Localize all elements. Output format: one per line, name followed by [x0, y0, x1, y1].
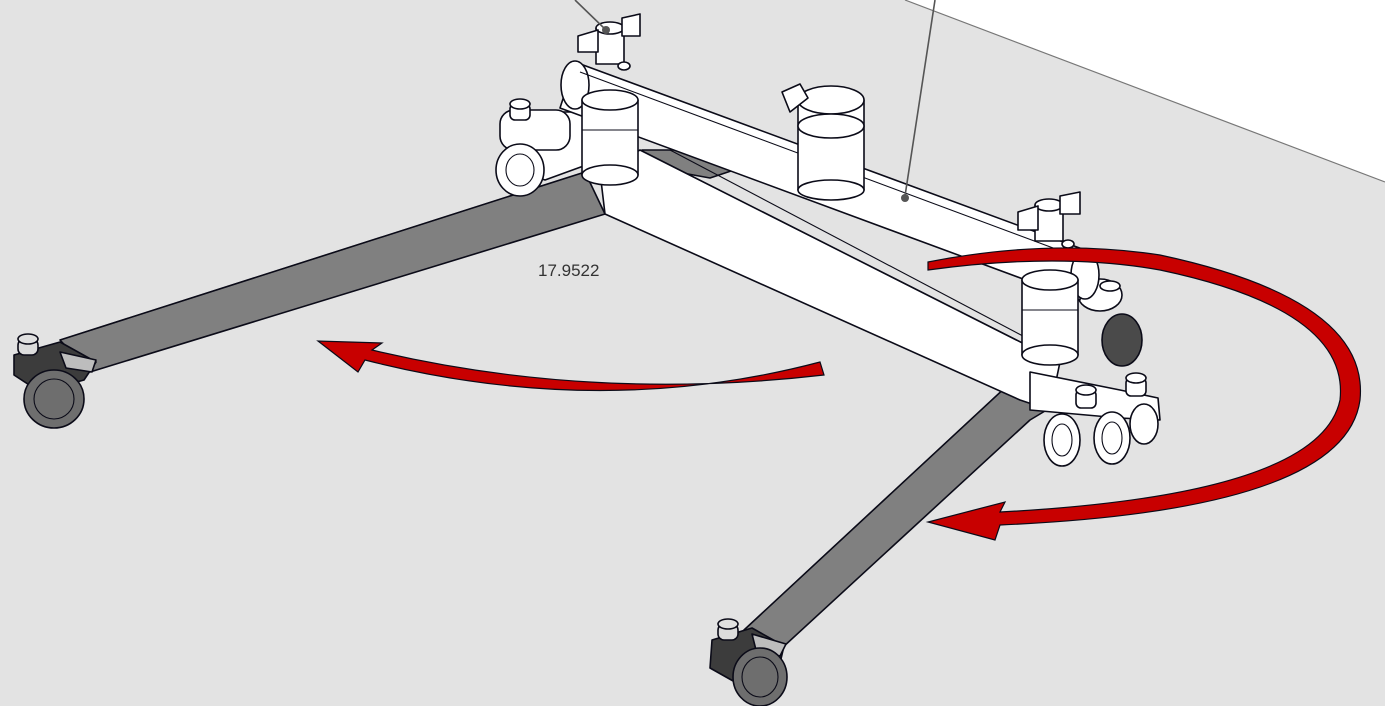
front-caster[interactable]	[709, 618, 788, 706]
rotate-left-arrow-icon	[316, 340, 825, 392]
left-caster[interactable]	[13, 333, 97, 429]
right-casters[interactable]	[1043, 278, 1159, 467]
rotate-around-arrow-icon	[925, 247, 1362, 541]
measurement-label: 17.9522	[538, 261, 599, 280]
left-upright[interactable]	[581, 89, 639, 186]
right-upright[interactable]	[1021, 269, 1079, 366]
callout-leader-right	[901, 0, 936, 202]
right-end-bracket[interactable]	[1029, 371, 1161, 421]
right-knob[interactable]	[1017, 191, 1081, 249]
back-left-caster[interactable]	[495, 98, 571, 197]
callout-leader-left	[574, 0, 610, 34]
center-clamp[interactable]	[781, 83, 865, 201]
wall-floor-edge	[904, 0, 1385, 183]
left-knob[interactable]	[577, 13, 641, 71]
